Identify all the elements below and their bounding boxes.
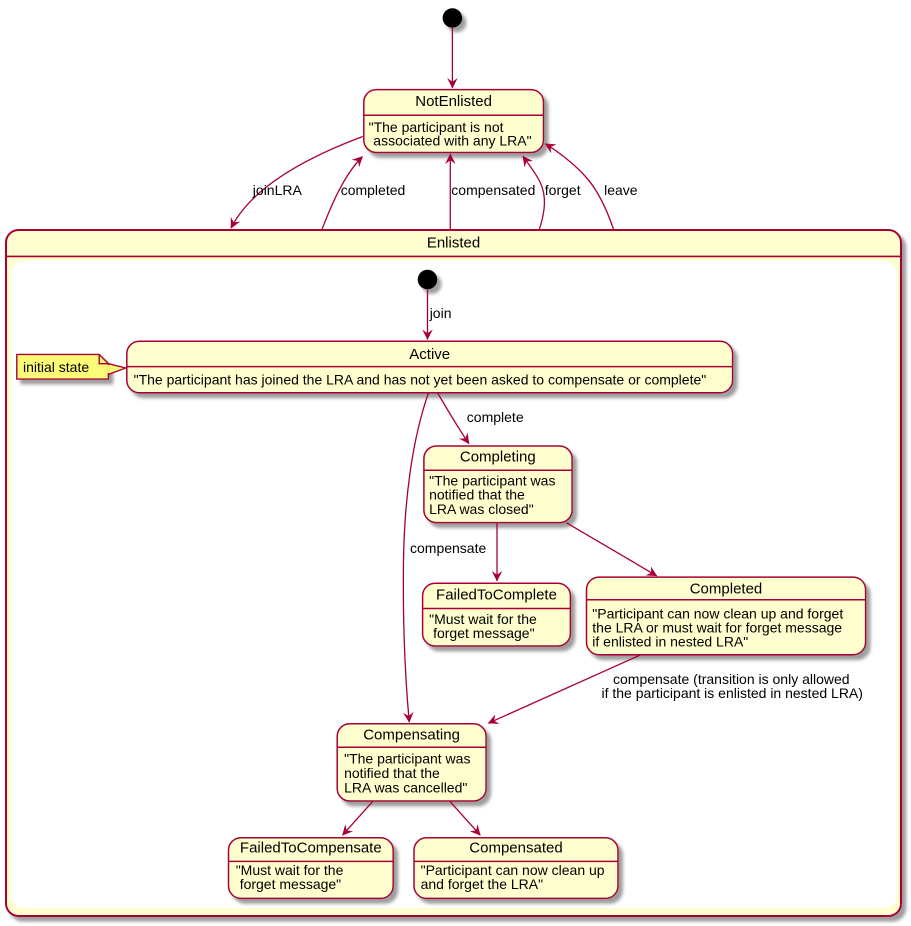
svg-text:"The participant was: "The participant was <box>344 751 470 767</box>
svg-text:"The participant has joined th: "The participant has joined the LRA and … <box>134 372 707 388</box>
svg-text:joinLRA: joinLRA <box>252 182 303 198</box>
svg-text:forget message": forget message" <box>433 625 534 641</box>
svg-text:the LRA or must wait for forge: the LRA or must wait for forget message <box>592 620 842 636</box>
svg-text:"Participant can now clean up: "Participant can now clean up and forget <box>592 606 843 622</box>
svg-text:forget: forget <box>545 182 581 198</box>
svg-text:completed: completed <box>341 182 406 198</box>
svg-text:Compensating: Compensating <box>363 727 460 744</box>
svg-text:complete: complete <box>467 409 524 425</box>
svg-text:FailedToCompensate: FailedToCompensate <box>240 840 382 857</box>
svg-text:notified that the: notified that the <box>344 765 440 781</box>
svg-text:associated with any LRA": associated with any LRA" <box>373 132 531 148</box>
svg-text:LRA was closed": LRA was closed" <box>429 501 534 517</box>
svg-text:compensate (transition is only: compensate (transition is only allowed <box>613 671 850 687</box>
svg-text:Enlisted: Enlisted <box>427 235 480 252</box>
svg-text:forget message": forget message" <box>240 876 341 892</box>
svg-text:notified that the: notified that the <box>429 487 525 503</box>
svg-text:and forget the LRA": and forget the LRA" <box>421 876 544 892</box>
svg-text:initial state: initial state <box>23 359 89 375</box>
svg-text:if enlisted in nested LRA": if enlisted in nested LRA" <box>592 633 748 649</box>
svg-text:NotEnlisted: NotEnlisted <box>415 93 492 110</box>
svg-text:"Participant can now clean up: "Participant can now clean up <box>421 862 605 878</box>
svg-text:compensate: compensate <box>410 540 486 556</box>
svg-text:FailedToComplete: FailedToComplete <box>436 587 557 604</box>
svg-text:Active: Active <box>409 346 450 363</box>
svg-text:LRA was cancelled": LRA was cancelled" <box>344 779 467 795</box>
svg-text:"The participant is not: "The participant is not <box>369 119 504 135</box>
svg-text:join: join <box>429 305 452 321</box>
svg-text:Completed: Completed <box>690 580 763 597</box>
svg-text:Completing: Completing <box>460 448 536 465</box>
svg-text:compensated: compensated <box>451 182 535 198</box>
svg-text:if the participant is enlisted: if the participant is enlisted in nested… <box>601 685 862 701</box>
svg-text:"The participant was: "The participant was <box>429 473 555 489</box>
svg-text:leave: leave <box>604 182 638 198</box>
svg-text:"Must wait for the: "Must wait for the <box>236 862 344 878</box>
svg-text:Compensated: Compensated <box>469 840 562 857</box>
svg-text:"Must wait for the: "Must wait for the <box>429 611 537 627</box>
